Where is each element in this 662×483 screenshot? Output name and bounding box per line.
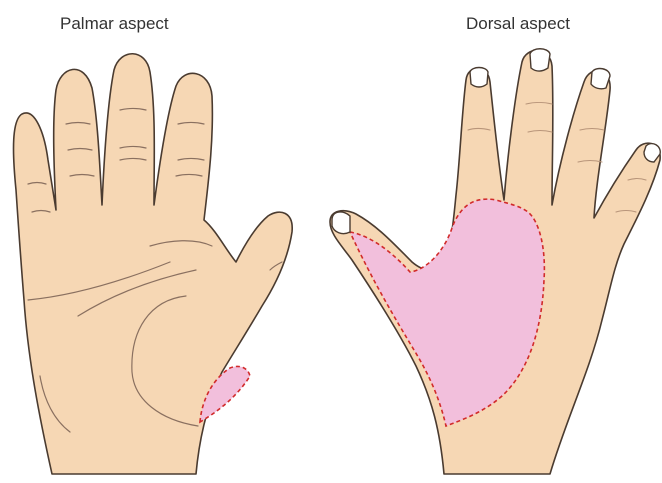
palmar-hand-outline <box>14 54 293 474</box>
palmar-hand <box>14 54 293 474</box>
dorsal-hand <box>330 49 660 474</box>
